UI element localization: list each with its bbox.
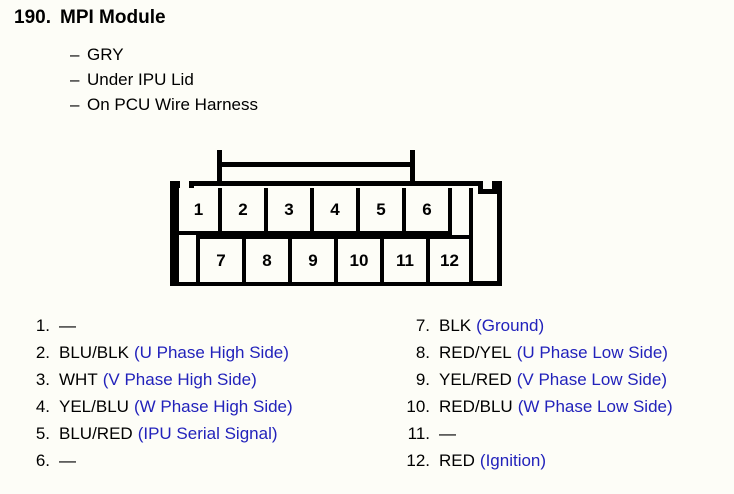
pin-list-number: 6. (35, 451, 50, 470)
pin-cell-11: 11 (380, 235, 430, 282)
pin-cell-12: 12 (426, 235, 473, 282)
pin-wire-color: RED/YEL (439, 343, 512, 362)
corner-notch-right-icon (478, 181, 497, 194)
pin-list-item: 10. RED/BLU(W Phase Low Side) (398, 393, 734, 420)
pin-wire-color: WHT (59, 370, 98, 389)
pin-list-item: 11. — (398, 420, 734, 447)
subtitle-item: –On PCU Wire Harness (70, 92, 258, 117)
pin-cell-6: 6 (402, 188, 452, 235)
pin-list-item: 1. — (18, 312, 388, 339)
pin-list-item: 4. YEL/BLU(W Phase High Side) (18, 393, 388, 420)
subtitle-list: –GRY –Under IPU Lid –On PCU Wire Harness (70, 42, 258, 117)
pin-list-number: 4. (35, 397, 50, 416)
latch-post-right-icon (410, 150, 415, 186)
pin-cell-3: 3 (264, 188, 314, 235)
pin-cell-9: 9 (288, 235, 338, 282)
pin-list-column-left: 1. — 2. BLU/BLK(U Phase High Side) 3. WHT(V P… (18, 312, 388, 474)
pin-cell-8: 8 (242, 235, 292, 282)
pin-wire-color: RED (439, 451, 475, 470)
pin-list-item: 7. BLK(Ground) (398, 312, 734, 339)
pin-cell-7: 7 (196, 235, 246, 282)
pin-wire-color: BLK (439, 316, 472, 335)
pin-list-number: 12. (406, 451, 430, 470)
title-text: MPI Module (60, 7, 166, 28)
pin-description: (V Phase High Side) (102, 370, 257, 389)
pin-description: (Ground) (476, 316, 545, 335)
dash-bullet-icon: – (70, 95, 80, 114)
pin-cell-10: 10 (334, 235, 384, 282)
pin-list-column-right: 7. BLK(Ground) 8. RED/YEL(U Phase Low Side)… (398, 312, 734, 474)
pin-wire-color: YEL/BLU (59, 397, 129, 416)
pin-wire-color: BLU/BLK (59, 343, 129, 362)
subtitle-item: –Under IPU Lid (70, 67, 258, 92)
pin-list-number: 1. (35, 316, 50, 335)
page-title: 190. MPI Module (14, 7, 166, 29)
pin-list-item: 5. BLU/RED(IPU Serial Signal) (18, 420, 388, 447)
pin-wire-color: YEL/RED (439, 370, 512, 389)
pin-list-item: 9. YEL/RED(V Phase Low Side) (398, 366, 734, 393)
pin-description: (W Phase Low Side) (517, 397, 673, 416)
pin-wire-color: — (59, 316, 76, 335)
pin-list-item: 2. BLU/BLK(U Phase High Side) (18, 339, 388, 366)
pin-list-item: 12. RED(Ignition) (398, 447, 734, 474)
pin-wire-color: — (59, 451, 76, 470)
pin-list-item: 8. RED/YEL(U Phase Low Side) (398, 339, 734, 366)
pin-cell-blank (448, 188, 473, 235)
pin-list-number: 5. (35, 424, 50, 443)
subtitle-item: –GRY (70, 42, 258, 67)
subtitle-label: GRY (87, 45, 124, 64)
pin-wire-color: BLU/RED (59, 424, 133, 443)
pin-list-number: 11. (407, 424, 430, 443)
subtitle-label: Under IPU Lid (87, 70, 194, 89)
pin-list-number: 7. (415, 316, 430, 335)
pin-description: (U Phase High Side) (133, 343, 289, 362)
pin-list-number: 8. (415, 343, 430, 362)
pin-description: (Ignition) (479, 451, 547, 470)
latch-post-left-icon (217, 150, 222, 186)
pin-list-item: 6. — (18, 447, 388, 474)
pin-wire-color: — (439, 424, 456, 443)
pin-description: (U Phase Low Side) (516, 343, 668, 362)
latch-bar-icon (217, 162, 415, 167)
pin-description: (V Phase Low Side) (516, 370, 667, 389)
dash-bullet-icon: – (70, 45, 80, 64)
pin-cell-1: 1 (175, 188, 222, 235)
pin-list-item: 3. WHT(V Phase High Side) (18, 366, 388, 393)
pin-list-number: 2. (35, 343, 50, 362)
dash-bullet-icon: – (70, 70, 80, 89)
pin-wire-color: RED/BLU (439, 397, 513, 416)
pin-cell-4: 4 (310, 188, 360, 235)
pin-list-number: 10. (406, 397, 430, 416)
subtitle-label: On PCU Wire Harness (87, 95, 258, 114)
pin-description: (W Phase High Side) (133, 397, 293, 416)
pin-cell-5: 5 (356, 188, 406, 235)
title-number: 190. (14, 7, 51, 28)
pin-cell-2: 2 (218, 188, 268, 235)
pin-list-number: 3. (35, 370, 50, 389)
pin-list-number: 9. (415, 370, 430, 389)
pin-description: (IPU Serial Signal) (137, 424, 278, 443)
